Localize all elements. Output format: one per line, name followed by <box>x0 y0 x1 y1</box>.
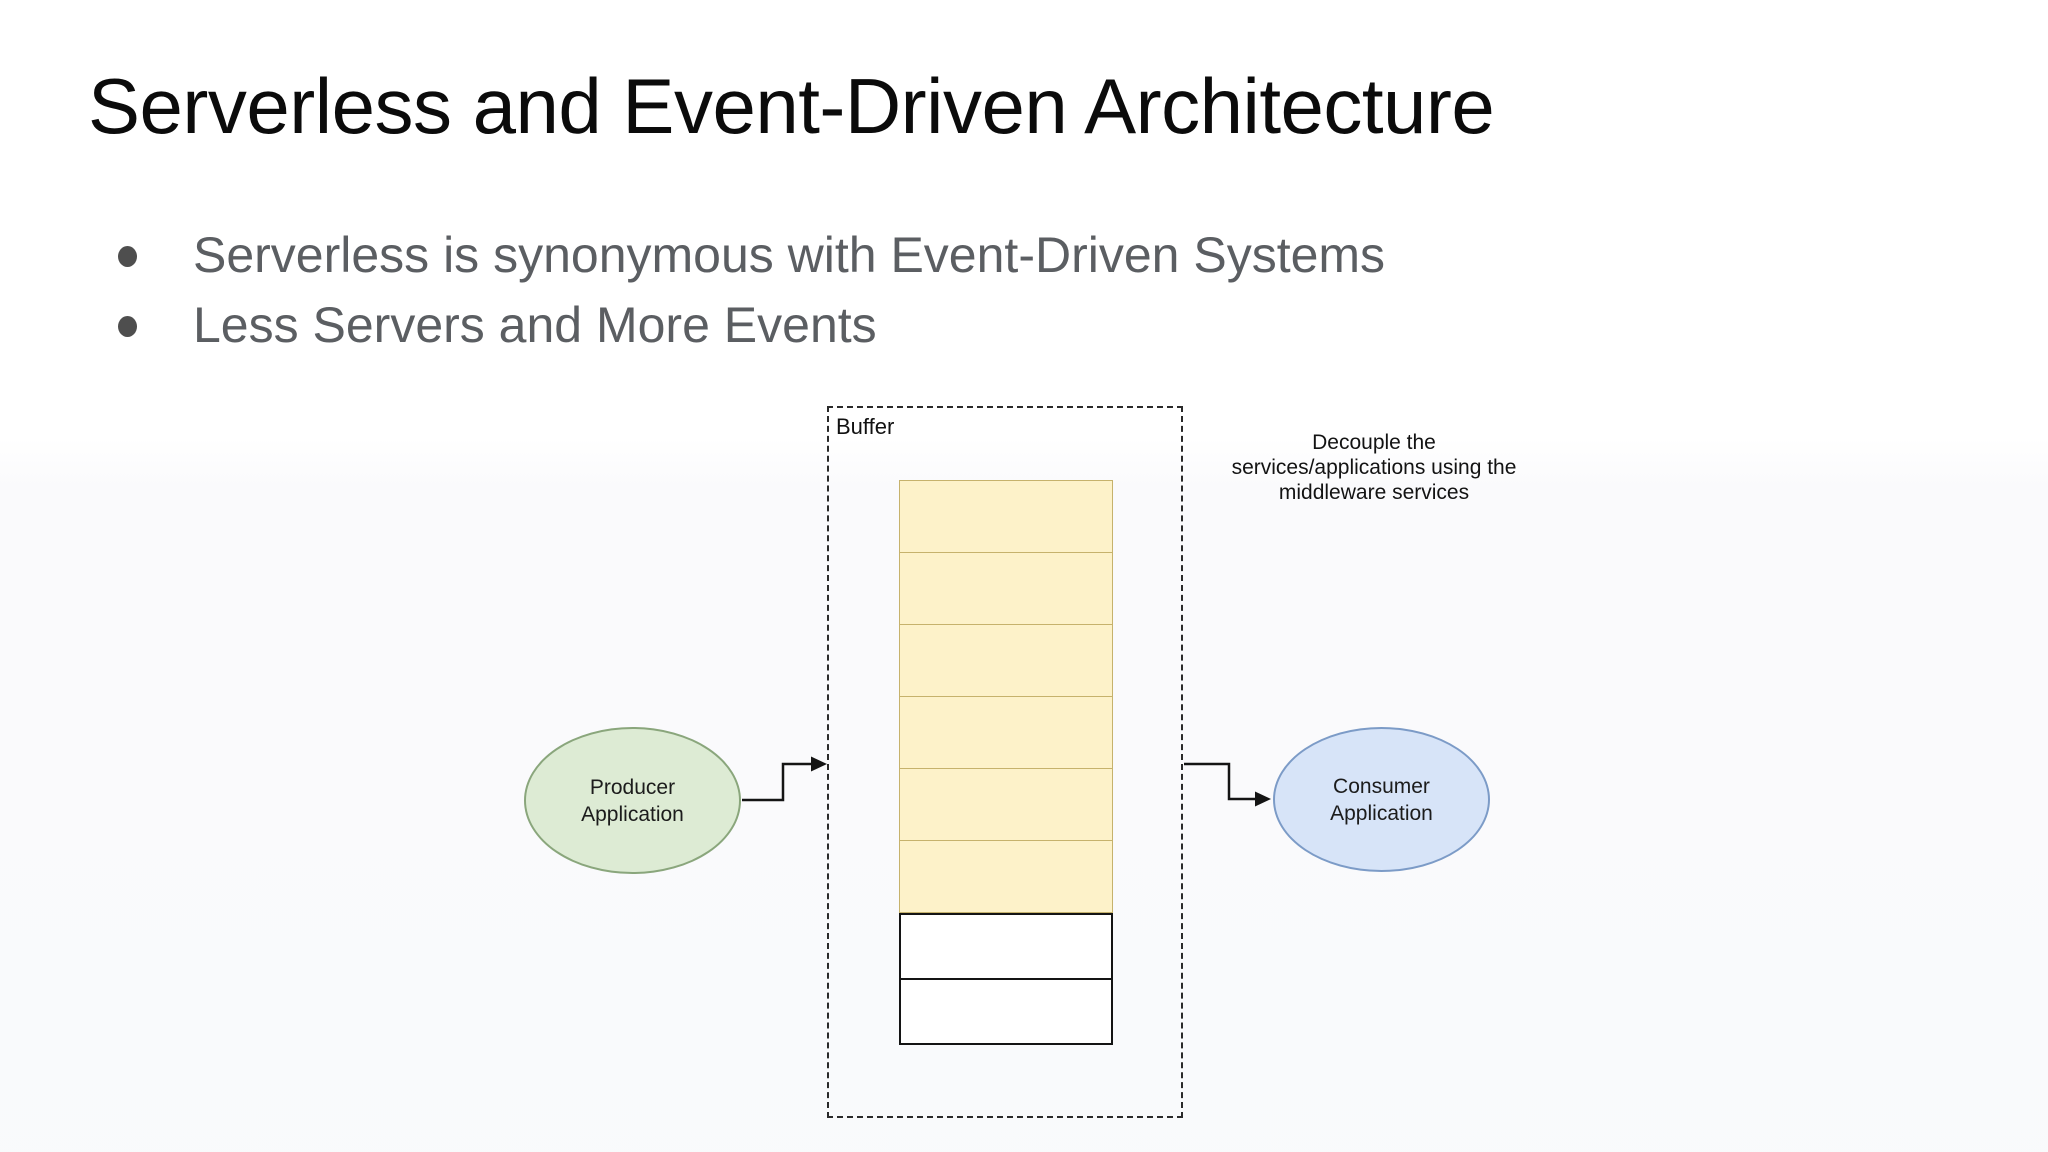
bullet-item: Serverless is synonymous with Event-Driv… <box>118 230 1385 281</box>
arrowhead-icon <box>1255 791 1271 807</box>
annotation-line: Decouple the <box>1312 431 1436 454</box>
bullet-item: Less Servers and More Events <box>118 300 1385 351</box>
arrowhead-icon <box>811 756 827 772</box>
buffer-cell-empty <box>899 978 1113 1045</box>
bullet-list: Serverless is synonymous with Event-Driv… <box>118 230 1385 370</box>
producer-label: Producer Application <box>581 775 684 826</box>
consumer-node: Consumer Application <box>1273 727 1490 872</box>
buffer-cell-filled <box>899 480 1113 553</box>
bullet-dot-icon <box>118 316 137 337</box>
buffer-cell-filled <box>899 696 1113 769</box>
buffer-queue <box>899 480 1113 1045</box>
annotation-line: services/applications using the <box>1231 456 1517 479</box>
buffer-label: Buffer <box>836 414 895 439</box>
slide-title: Serverless and Event-Driven Architecture <box>88 62 1495 150</box>
bullet-dot-icon <box>118 246 137 267</box>
buffer-container: Buffer <box>827 406 1183 1118</box>
buffer-to-consumer-arrow <box>1184 762 1271 807</box>
bullet-text: Less Servers and More Events <box>193 297 877 353</box>
buffer-cell-filled <box>899 552 1113 625</box>
annotation-line: middleware services <box>1278 481 1470 504</box>
bullet-text: Serverless is synonymous with Event-Driv… <box>193 227 1386 283</box>
decouple-annotation: Decouple the services/applications using… <box>1214 430 1534 505</box>
producer-node: Producer Application <box>524 727 741 874</box>
buffer-cell-filled <box>899 768 1113 841</box>
producer-to-buffer-arrow <box>742 756 827 802</box>
buffer-cell-filled <box>899 624 1113 697</box>
buffer-cell-filled <box>899 840 1113 913</box>
buffer-cell-empty <box>899 913 1113 980</box>
consumer-label: Consumer Application <box>1330 774 1433 825</box>
